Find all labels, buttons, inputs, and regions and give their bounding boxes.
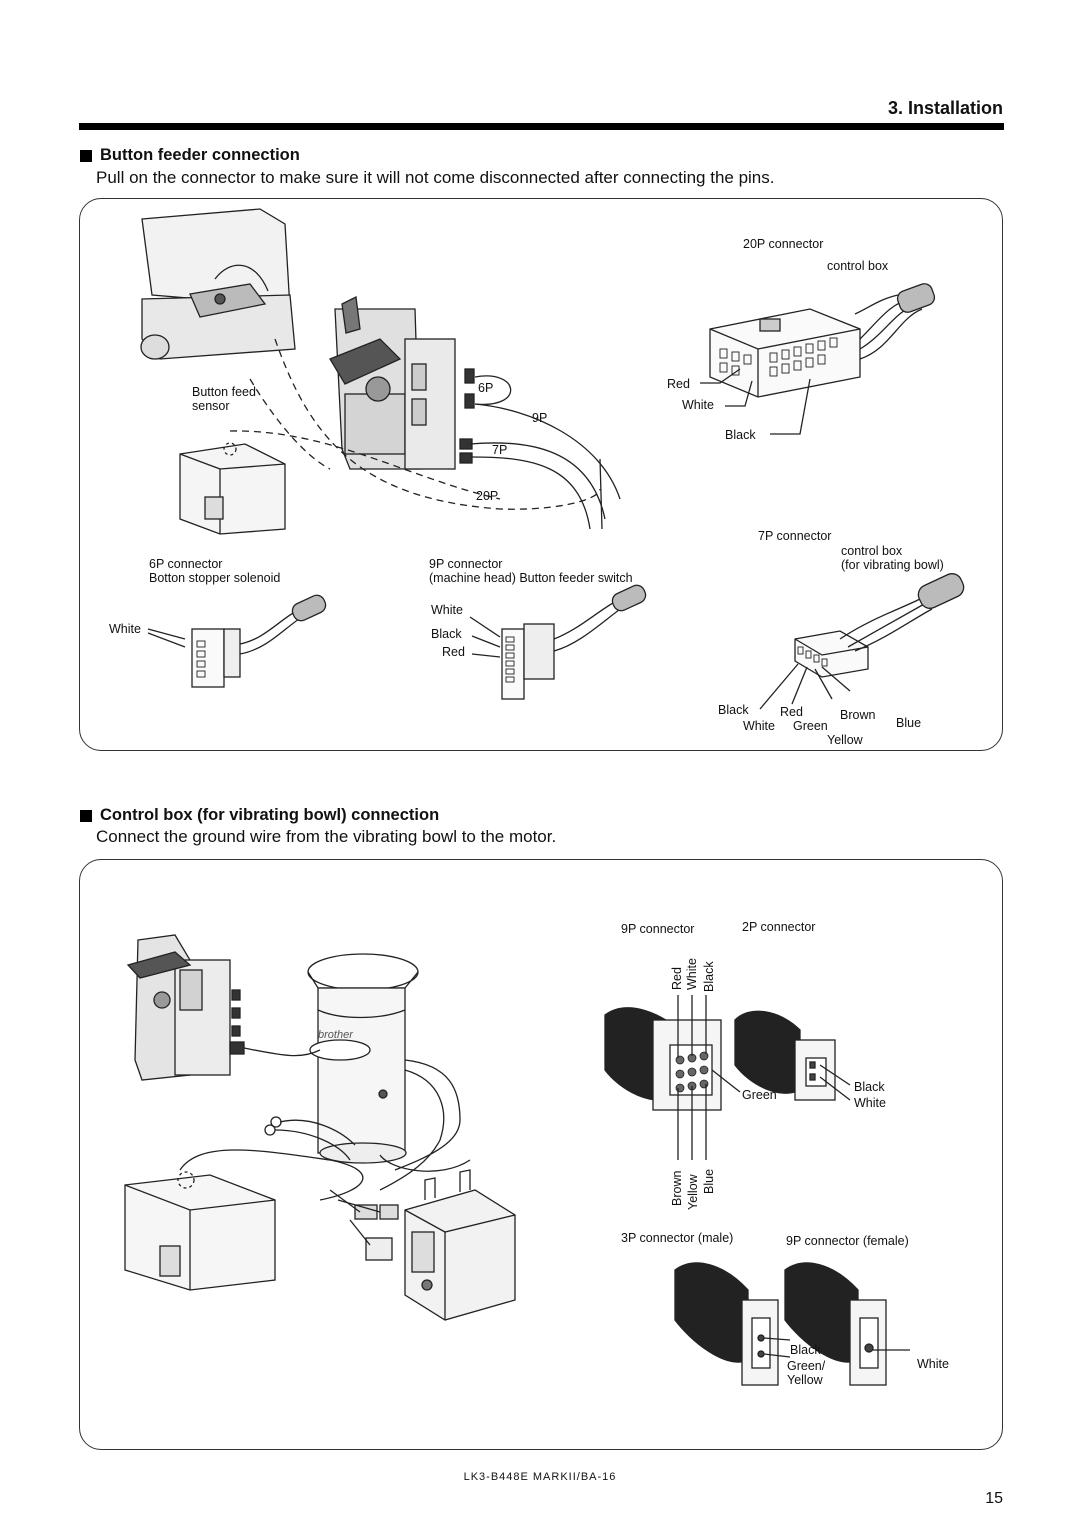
label-2p-connector: 2P connector (742, 920, 816, 934)
label-2p-black: Black (854, 1080, 885, 1094)
motor-drawing (404, 1169, 516, 1321)
connector-7p-drawing (759, 573, 965, 710)
label-9p-connector: 9P connector (429, 557, 503, 571)
label-20p-control-box: control box (827, 259, 889, 273)
bullet-square-icon (80, 809, 92, 822)
label-3p-connector-male: 3P connector (male) (621, 1231, 734, 1245)
label-7p-vibrating-bowl: (for vibrating bowl) (841, 558, 944, 572)
button-feeder-illustration (140, 208, 965, 710)
connector-2p-drawing (734, 1010, 851, 1101)
label-7p-yellow: Yellow (827, 733, 863, 747)
control-box-illustration (124, 934, 910, 1386)
label-button-feed-sensor-2: sensor (192, 399, 230, 413)
connector-9p-female-drawing (784, 1262, 910, 1386)
feeder-unit-small-drawing (126, 934, 245, 1081)
label-bottom-blue: Blue (702, 1168, 716, 1194)
label-7p-control-box: control box (841, 544, 903, 558)
feeder-unit-drawing (329, 296, 475, 470)
header-rule (79, 123, 1004, 130)
label-9p-female-white: White (917, 1357, 949, 1371)
label-9p-connector-female: 9P connector (female) (786, 1234, 909, 1248)
label-3p-yellow: Yellow (787, 1373, 823, 1387)
connector-3p-male-drawing (674, 1262, 791, 1386)
connector-6p-drawing (147, 594, 327, 688)
label-20p-red: Red (667, 377, 690, 391)
label-7p-connector: 7P connector (758, 529, 832, 543)
label-20p-black: Black (725, 428, 756, 442)
label-button-feed-sensor: Button feed (192, 385, 256, 399)
label-top-red: Red (670, 967, 684, 990)
label-2p-white: White (854, 1096, 886, 1110)
control-box-heading-text: Control box (for vibrating bowl) connect… (100, 806, 440, 824)
label-9p-black: Black (431, 627, 462, 641)
button-feeder-diagram-panel: Button feed sensor 6P 9P 7P 20P 20P conn… (79, 198, 1003, 751)
label-7p-white: White (743, 719, 775, 733)
control-box-heading: Control box (for vibrating bowl) connect… (80, 806, 439, 825)
label-9p-connector: 9P connector (621, 922, 695, 936)
label-3p-green: Green/ (787, 1359, 826, 1373)
button-feeder-heading-text: Button feeder connection (100, 146, 300, 164)
label-20p: 20P (476, 489, 499, 503)
label-top-white: White (685, 958, 699, 990)
button-feeder-instruction: Pull on the connector to make sure it wi… (96, 168, 775, 187)
vibrating-bowl-drawing (307, 953, 419, 1164)
bowl-brand-label: brother (318, 1029, 353, 1041)
label-7p-green: Green (793, 719, 828, 733)
bullet-square-icon (80, 149, 92, 162)
label-3p-black: Black (790, 1343, 821, 1357)
machine-head-drawing (140, 208, 296, 360)
label-7p-blue: Blue (896, 716, 922, 730)
connector-9p-male-drawing (604, 995, 741, 1160)
label-bottom-yellow: Yellow (686, 1174, 700, 1210)
button-feeder-heading: Button feeder connection (80, 146, 300, 165)
label-bottom-brown: Brown (670, 1170, 684, 1206)
label-6p-connector: 6P connector (149, 557, 223, 571)
label-9p: 9P (532, 411, 548, 425)
label-7p: 7P (492, 443, 508, 457)
label-6p: 6P (478, 381, 494, 395)
label-6p-solenoid: Botton stopper solenoid (149, 571, 281, 585)
label-20p-white: White (682, 398, 714, 412)
label-7p-black: Black (718, 703, 749, 717)
connector-9p-drawing (469, 584, 647, 700)
label-6p-white: White (109, 622, 141, 636)
label-20p-connector: 20P connector (743, 237, 824, 251)
control-box-diagram-panel: brother 9P connector 2P connector Red Wh… (79, 859, 1003, 1450)
label-7p-brown: Brown (840, 708, 876, 722)
label-9p-white: White (431, 603, 463, 617)
label-green: Green (742, 1088, 777, 1102)
connector-20p-drawing (700, 283, 936, 435)
page-number: 15 (985, 1490, 1003, 1507)
label-9p-machine-head: (machine head) Button feeder switch (429, 571, 633, 585)
label-7p-red: Red (780, 705, 803, 719)
label-top-black: Black (702, 961, 716, 992)
control-box-instruction: Connect the ground wire from the vibrati… (96, 827, 557, 846)
document-code: LK3-B448E MARKII/BA-16 (463, 1471, 617, 1483)
label-9p-red: Red (442, 645, 465, 659)
section-title: 3. Installation (887, 98, 1003, 118)
